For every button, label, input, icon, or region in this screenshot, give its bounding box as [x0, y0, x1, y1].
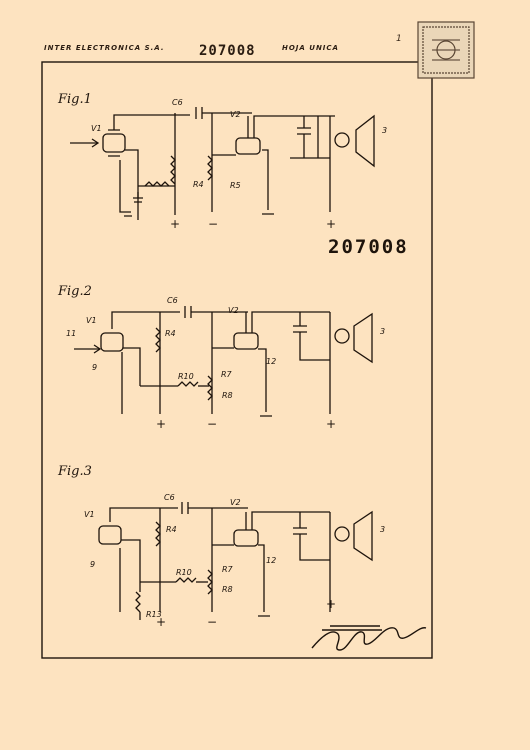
fig2-c6-label: C6 [167, 296, 178, 305]
fig3-label: Fig.3 [58, 464, 92, 479]
fig1-label: Fig.1 [58, 92, 92, 107]
sheet-border [41, 61, 433, 659]
fig1-plus-left: + [170, 217, 180, 231]
fig2-node11-label: 11 [66, 329, 76, 338]
company-name: INTER ELECTRONICA S.A. [44, 44, 165, 52]
fig3-node12-label: 12 [266, 556, 276, 565]
fig2-circuit [74, 306, 373, 417]
fig1-r5-label: R5 [230, 181, 241, 190]
fig2-label: Fig.2 [58, 284, 92, 299]
fig3-output-label: 3 [380, 525, 385, 534]
fig2-plus-right: + [326, 417, 336, 431]
fig3-plus-left: + [156, 615, 166, 629]
sheet-label: HOJA UNICA [282, 44, 339, 52]
fig3-circuit [98, 502, 373, 620]
fig2-r8-label: R8 [222, 391, 233, 400]
patent-number-large: 207008 [328, 236, 409, 258]
fig3-v1-label: V1 [84, 510, 95, 519]
fig2-plus-left: + [156, 417, 166, 431]
fig1-v1-label: V1 [91, 124, 102, 133]
fig2-r4-label: R4 [165, 329, 176, 338]
fig1-r4-label: R4 [193, 180, 204, 189]
revenue-stamp-icon [417, 21, 475, 79]
fig3-r13-label: R13 [146, 610, 162, 619]
fig2-node9-label: 9 [92, 363, 97, 372]
fig3-c6-label: C6 [164, 493, 175, 502]
fig2-r10-label: R10 [178, 372, 194, 381]
fig3-r10-label: R10 [176, 568, 192, 577]
fig1-c6-label: C6 [172, 98, 183, 107]
fig2-r7-label: R7 [221, 370, 233, 379]
fig1-minus: − [208, 217, 218, 231]
fig2-v1-label: V1 [86, 316, 97, 325]
fig3-r4-label: R4 [166, 525, 177, 534]
patent-number-header: 207008 [199, 43, 256, 59]
fig3-v2-label: V2 [230, 498, 241, 507]
fig3-r7-label: R7 [222, 565, 234, 574]
fig1-output-label: 3 [382, 126, 387, 135]
fig1-v2-label: V2 [230, 110, 241, 119]
reference-number: 1 [396, 34, 402, 44]
fig3-r8-label: R8 [222, 585, 233, 594]
fig1-circuit [70, 107, 375, 220]
fig2-v2-label: V2 [228, 306, 239, 315]
fig1-plus-right: + [326, 217, 336, 231]
fig2-minus: − [207, 417, 217, 431]
fig3-node9-label: 9 [90, 560, 95, 569]
fig2-output-label: 3 [380, 327, 385, 336]
fig3-minus: − [207, 615, 217, 629]
signature-icon [311, 625, 427, 651]
fig2-node12-label: 12 [266, 357, 276, 366]
fig3-plus-right: + [326, 597, 336, 611]
